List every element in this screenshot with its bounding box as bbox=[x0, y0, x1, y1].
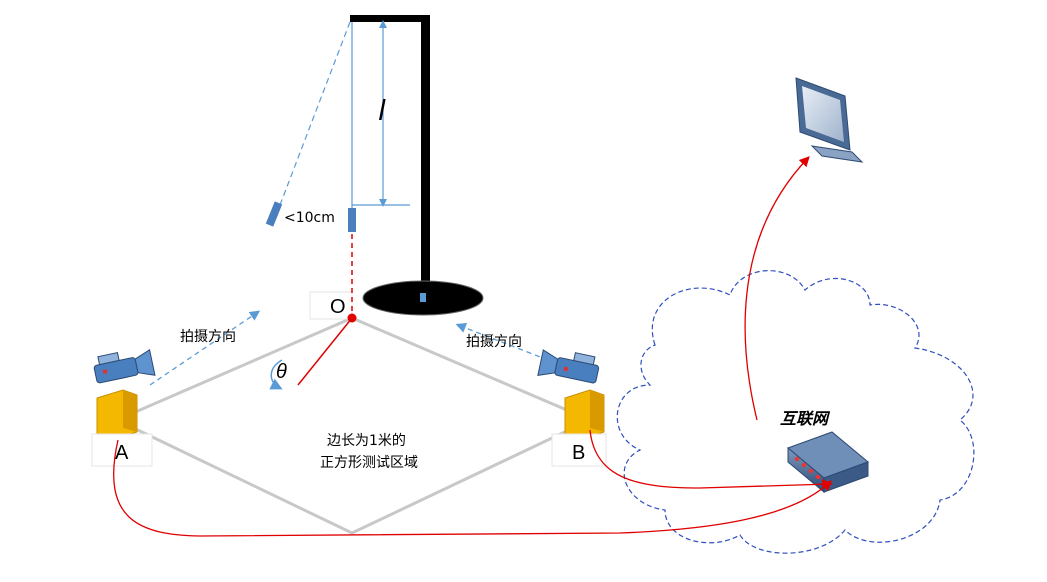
angle-arc bbox=[269, 359, 283, 390]
monitor-screen bbox=[802, 86, 844, 142]
stand-base-marker bbox=[420, 293, 426, 302]
video-camera-icon bbox=[93, 349, 156, 384]
shoot-dir-arrow-left bbox=[149, 310, 261, 386]
area-label-line2: 正方形测试区域 bbox=[320, 455, 418, 471]
pendulum-stand bbox=[350, 15, 484, 316]
shoot-dir-label-left: 拍摄方向 bbox=[180, 329, 236, 345]
video-camera-icon bbox=[537, 349, 600, 384]
square-outline bbox=[113, 316, 594, 535]
network-switch bbox=[787, 431, 869, 494]
internet-label: 互联网 bbox=[780, 409, 831, 428]
internet-cloud bbox=[616, 270, 975, 554]
point-a-label: A bbox=[115, 442, 129, 464]
pendulum-swing-bob bbox=[265, 201, 283, 227]
shoot-dir-label-right: 拍摄方向 bbox=[466, 334, 522, 350]
point-a-label-box bbox=[91, 433, 153, 467]
camera-b-stand-side bbox=[590, 390, 604, 432]
point-b-label: B bbox=[572, 442, 585, 464]
angle-theta-label: θ bbox=[276, 361, 287, 383]
switch-port-1 bbox=[794, 456, 800, 462]
origin-label-box bbox=[309, 291, 353, 320]
camera-a-stand-side bbox=[123, 390, 137, 432]
cable-a-to-switch bbox=[113, 439, 832, 537]
area-label-line1: 边长为1米的 bbox=[327, 433, 406, 449]
monitor-stand bbox=[810, 145, 864, 163]
switch-port-4 bbox=[815, 474, 821, 480]
point-b-label-box bbox=[551, 433, 607, 467]
length-arrow-top bbox=[379, 20, 387, 28]
square-test-area bbox=[113, 316, 594, 535]
origin-label: O bbox=[330, 296, 346, 318]
camera-a bbox=[93, 349, 156, 441]
origin-point bbox=[347, 313, 357, 323]
switch-port-3 bbox=[808, 468, 814, 474]
length-arrow-bottom bbox=[379, 199, 387, 207]
cable-b-to-switch bbox=[589, 429, 833, 490]
cable-switch-to-monitor bbox=[744, 156, 810, 421]
monitor-icon bbox=[795, 77, 864, 163]
stand-top-arm bbox=[350, 15, 430, 22]
shoot-dir-arrow-right bbox=[455, 322, 549, 361]
pendulum-bob bbox=[348, 208, 356, 232]
switch-port-2 bbox=[801, 462, 807, 468]
pendulum-swing-string bbox=[279, 21, 351, 206]
stand-pole bbox=[421, 15, 430, 297]
length-label: l bbox=[378, 94, 386, 127]
distance-label: <10cm bbox=[284, 210, 335, 226]
angle-ray bbox=[297, 317, 353, 386]
camera-b bbox=[537, 349, 605, 441]
cloud-icon bbox=[616, 270, 975, 554]
